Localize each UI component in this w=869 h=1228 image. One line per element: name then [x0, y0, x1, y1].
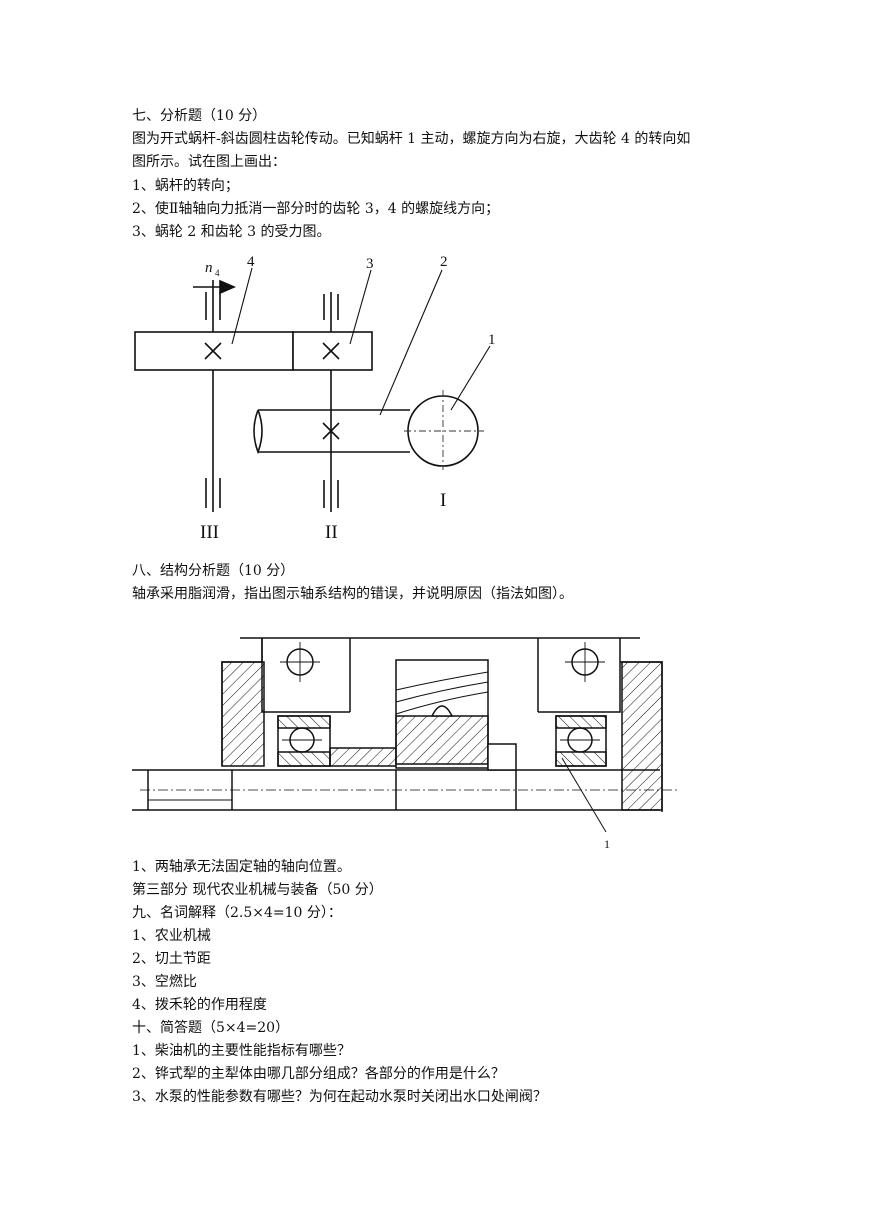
shaft-I-label: I [440, 490, 446, 511]
section9-item: 3、空燃比 [132, 974, 197, 990]
section8-line1: 轴承采用脂润滑，指出图示轴系结构的错误，并说明原因（指法如图）。 [132, 586, 573, 602]
n4-subscript: 4 [215, 268, 220, 278]
label-2: 2 [440, 254, 448, 270]
section9-item: 2、切土节距 [132, 951, 211, 967]
n4-label: n [205, 260, 213, 276]
shaft-II-label: II [325, 522, 338, 543]
section9-item: 1、农业机械 [132, 928, 211, 944]
section7-heading: 七、分析题（10 分） [132, 108, 267, 124]
section9-heading: 九、名词解释（2.5×4=10 分）： [132, 905, 342, 921]
section7-q2: 2、使Ⅱ轴轴向力抵消一部分时的齿轮 3，4 的螺旋线方向； [132, 201, 500, 217]
shaft-structure-diagram: 1 [132, 637, 680, 851]
section10-item: 3、水泵的性能参数有哪些？为何在起动水泵时关闭出水口处闸阀？ [132, 1089, 547, 1105]
answer8: 1、两轴承无法固定轴的轴向位置。 [132, 859, 351, 875]
section7-line2: 图所示。试在图上画出： [132, 154, 286, 170]
section10-heading: 十、简答题（5×4=20） [132, 1020, 290, 1036]
section7-q1: 1、蜗杆的转向； [132, 178, 239, 194]
worm-gear-diagram: n 4 4 3 2 1 I II III [134, 254, 496, 543]
section8-heading: 八、结构分析题（10 分） [132, 563, 295, 579]
label-3: 3 [366, 256, 374, 272]
shaft-III-label: III [200, 522, 219, 543]
section7-line1: 图为开式蜗杆-斜齿圆柱齿轮传动。已知蜗杆 1 主动，螺旋方向为右旋，大齿轮 4 … [132, 131, 691, 147]
section10-item: 2、铧式犁的主犁体由哪几部分组成？各部分的作用是什么？ [132, 1066, 505, 1082]
section10-item: 1、柴油机的主要性能指标有哪些？ [132, 1043, 351, 1059]
label-1-bearing: 1 [604, 837, 610, 851]
section9-item: 4、拨禾轮的作用程度 [132, 997, 267, 1013]
part3-heading: 第三部分 现代农业机械与装备（50 分） [132, 882, 383, 898]
section7-q3: 3、蜗轮 2 和齿轮 3 的受力图。 [132, 224, 331, 240]
label-4: 4 [247, 254, 255, 270]
label-1: 1 [488, 332, 496, 348]
